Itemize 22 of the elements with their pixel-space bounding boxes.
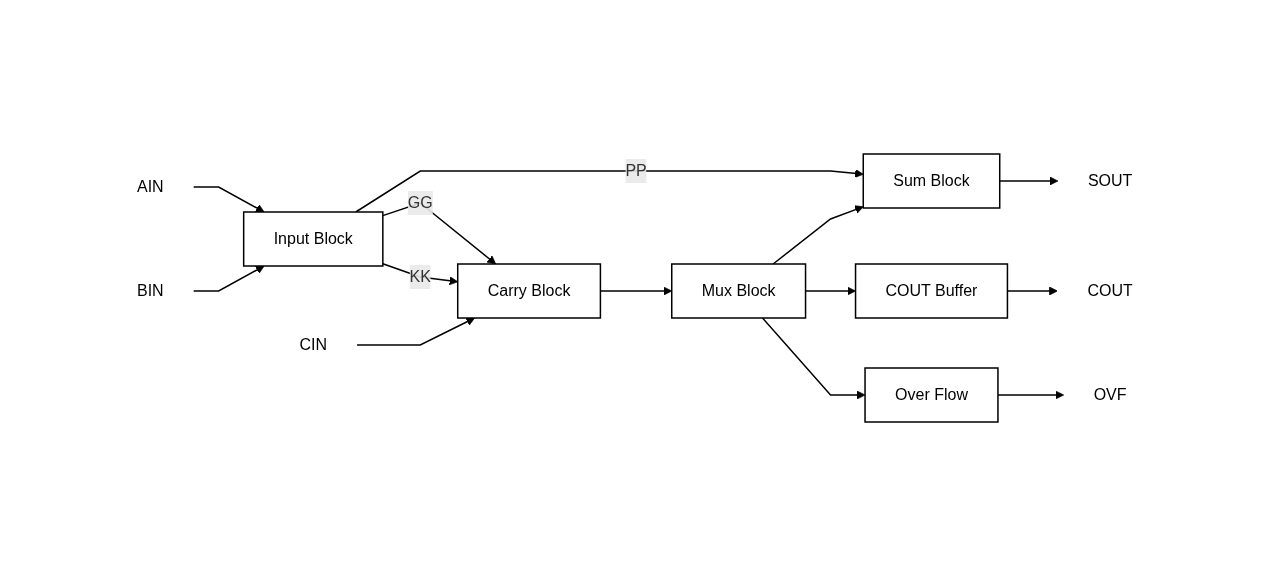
node-text: BIN (137, 282, 164, 299)
node-text: AIN (137, 178, 164, 195)
node-text: COUT (1087, 282, 1133, 299)
node-box: Input Block (243, 211, 384, 267)
arrow (356, 317, 476, 346)
node-box: Over Flow (864, 367, 999, 423)
node-text: OVF (1093, 386, 1127, 403)
node-box: Mux Block (671, 263, 807, 319)
node-box: Carry Block (457, 263, 602, 319)
node-box: COUT Buffer (854, 263, 1009, 319)
edge-label: PP (625, 162, 647, 179)
arrow (355, 169, 864, 213)
arrow (761, 317, 866, 400)
arrow (193, 186, 265, 213)
arrow (999, 176, 1059, 186)
node-text: SOUT (1087, 172, 1133, 189)
edge-label: GG (407, 194, 433, 211)
arrow (772, 205, 864, 265)
edge-label: KK (409, 268, 432, 285)
node-text: CIN (299, 336, 328, 353)
node-box: Sum Block (862, 153, 1001, 209)
arrow (193, 265, 265, 292)
